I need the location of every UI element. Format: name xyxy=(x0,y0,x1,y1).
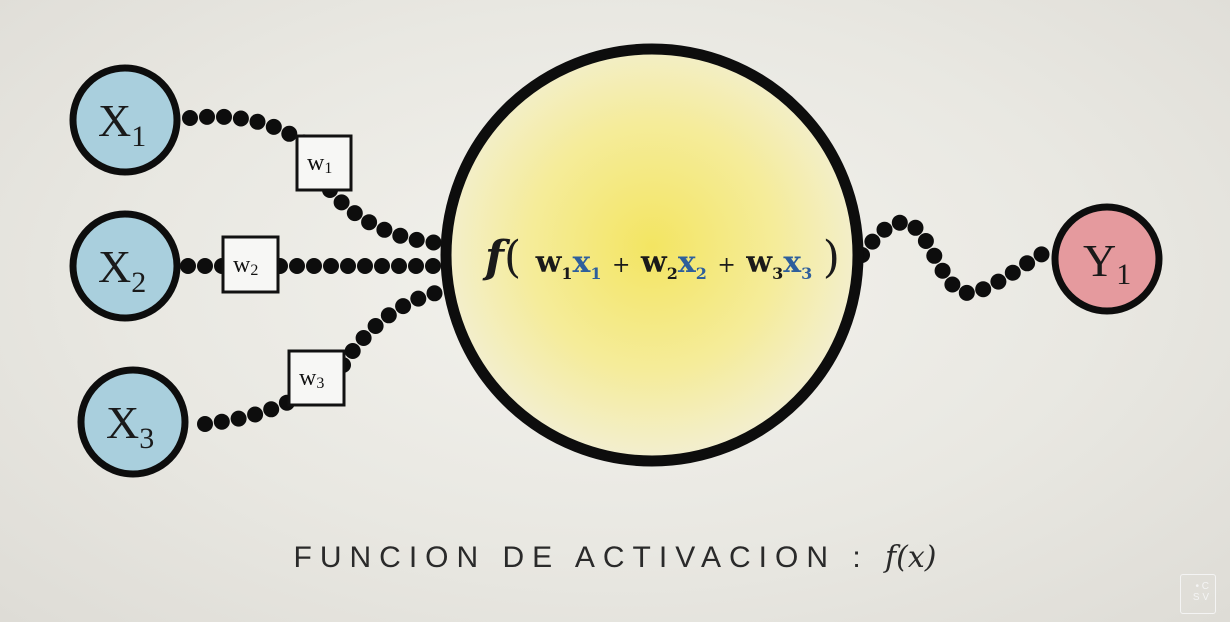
input-node-x3: X3 xyxy=(77,366,189,478)
connection-x3-dot xyxy=(247,406,264,423)
connection-x3-dot xyxy=(197,416,213,432)
formula-close-paren: ) xyxy=(823,232,840,283)
svg-text:X1: X1 xyxy=(98,95,146,153)
formula-w2: w xyxy=(640,245,668,280)
connection-output-dot xyxy=(1019,255,1036,272)
connection-output-dot xyxy=(891,214,908,231)
connection-output-dot xyxy=(876,221,893,238)
connection-x1-dot xyxy=(392,227,409,244)
connection-x2-dot xyxy=(408,258,424,274)
connection-output-dot xyxy=(926,247,943,264)
caption-text: FUNCION DE ACTIVACION : xyxy=(293,541,869,574)
connection-x2-dot xyxy=(340,258,356,274)
connection-x3-dot xyxy=(395,298,412,315)
connection-output-dot xyxy=(1004,264,1021,281)
output-label: Y xyxy=(1083,235,1116,286)
connection-x3-dot xyxy=(380,307,397,324)
connection-x2-dot xyxy=(374,258,390,274)
connection-x2-dot xyxy=(323,258,339,274)
connection-x3-dot xyxy=(367,318,384,334)
weight-box-w2: w2 xyxy=(221,235,280,294)
connection-x1-dot xyxy=(376,221,393,238)
connection-x3-dot xyxy=(344,343,361,359)
caption-function: f(x) xyxy=(885,540,937,575)
weight-box-w3: w3 xyxy=(287,349,346,407)
activation-formula: f( w1x1 + w2x2 + w3x3 ) xyxy=(482,232,840,287)
connection-output-dot xyxy=(907,219,924,236)
connection-x3-dot xyxy=(426,285,443,302)
input-label: X xyxy=(98,95,131,146)
connection-x2-dot xyxy=(425,258,441,274)
connection-x1-dot xyxy=(281,125,298,142)
svg-text:Y1: Y1 xyxy=(1083,235,1131,291)
weight-box-w1: w1 xyxy=(295,134,353,192)
svg-text:w1: w1 xyxy=(307,150,332,177)
connection-x1-dot xyxy=(182,110,198,126)
svg-text:X3: X3 xyxy=(106,397,154,455)
connection-output-dot xyxy=(1033,246,1050,263)
connection-output-dot xyxy=(917,233,934,249)
connection-x2-dot xyxy=(391,258,407,274)
input-node-x2: X2 xyxy=(69,210,181,322)
input-label: X xyxy=(106,397,139,448)
connection-x1-dot xyxy=(333,194,350,211)
svg-text:w3: w3 xyxy=(299,365,324,392)
connection-x1-dot xyxy=(199,108,215,125)
connection-x3-dot xyxy=(410,290,427,307)
formula-w1: w xyxy=(535,245,563,280)
connection-output-dot xyxy=(975,281,992,298)
input-subscript: 1 xyxy=(131,120,146,153)
input-node-x1: X1 xyxy=(69,64,181,176)
formula-x3: x xyxy=(783,245,802,280)
connection-x2-dot xyxy=(306,258,322,274)
connection-x3-dot xyxy=(263,401,280,418)
connection-x1-dot xyxy=(249,113,266,130)
formula-open-paren: ( xyxy=(504,232,521,283)
connection-x1-dot xyxy=(425,234,442,251)
connection-x1-dot xyxy=(232,110,249,127)
connection-x2-dot xyxy=(197,258,213,274)
formula-w3: w xyxy=(745,245,773,280)
activation-neuron: f( w1x1 + w2x2 + w3x3 ) xyxy=(440,43,864,467)
connection-x1-dot xyxy=(361,214,378,231)
input-subscript: 3 xyxy=(139,422,154,455)
input-label: X xyxy=(98,241,131,292)
connection-x1-dot xyxy=(216,108,232,125)
svg-text:w2: w2 xyxy=(233,252,258,279)
connection-output-dot xyxy=(934,262,951,279)
connection-x1-dot xyxy=(265,118,282,135)
channel-logo: • C S V xyxy=(1180,574,1216,614)
connection-x2-dot xyxy=(357,258,373,274)
input-subscript: 2 xyxy=(131,266,146,299)
connection-x1-dot xyxy=(346,205,363,222)
connection-output-dot xyxy=(864,233,881,250)
svg-text:X2: X2 xyxy=(98,241,146,299)
connection-x3-dot xyxy=(355,330,372,346)
formula-x2: x xyxy=(678,245,697,280)
connection-x2-dot xyxy=(180,258,196,274)
formula-x1: x xyxy=(573,245,592,280)
connection-x1-dot xyxy=(408,231,425,248)
output-subscript: 1 xyxy=(1116,258,1131,291)
connection-x2-dot xyxy=(289,258,305,274)
connection-x3-dot xyxy=(213,413,230,430)
connection-output-dot xyxy=(990,273,1007,290)
activation-caption: FUNCION DE ACTIVACION : f(x) xyxy=(0,540,1230,575)
connection-x3-dot xyxy=(230,410,247,427)
output-node-y1: Y1 xyxy=(1051,203,1163,315)
connection-output-dot xyxy=(944,276,961,293)
connection-output-dot xyxy=(958,284,975,301)
